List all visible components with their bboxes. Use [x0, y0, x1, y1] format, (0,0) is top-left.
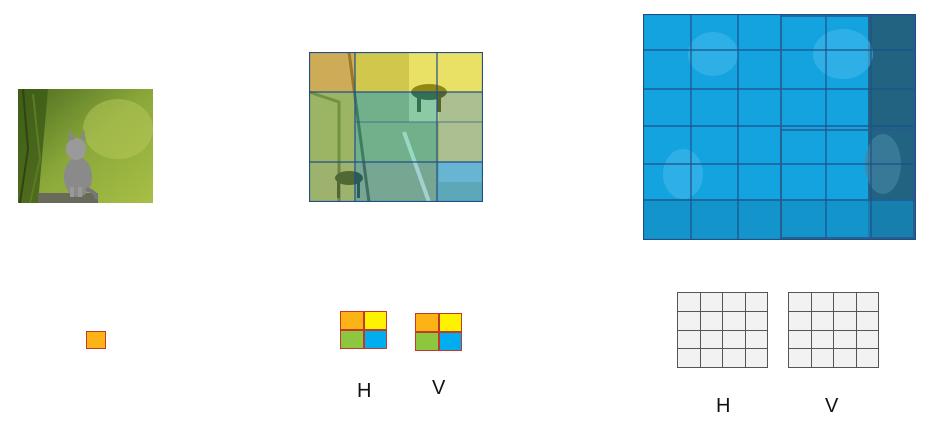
grid-cell: [723, 311, 745, 330]
cat-photo-icon: [18, 89, 153, 203]
grid-cell: [341, 331, 363, 348]
room-photo-icon: [309, 52, 483, 202]
grid-cell: [789, 293, 811, 311]
v-color-grid: [415, 313, 462, 351]
room-photo: [309, 52, 483, 202]
grid-cell: [789, 349, 811, 367]
grid-cell: [700, 311, 722, 330]
single-color-cell: [86, 331, 106, 349]
grid-cell: [811, 330, 833, 349]
grid-cell: [811, 349, 833, 367]
grid-cell: [834, 293, 856, 311]
grid-cell: [700, 330, 722, 349]
grid-cell: [745, 330, 767, 349]
grid-cell: [700, 293, 722, 311]
v-empty-grid: [788, 292, 879, 368]
grid-cell: [856, 311, 878, 330]
grid-cell: [678, 330, 700, 349]
grid-cell: [834, 349, 856, 367]
grid-cell: [700, 349, 722, 367]
grid-cell: [834, 330, 856, 349]
h-color-grid: [340, 311, 387, 349]
grid-cell: [678, 349, 700, 367]
h-empty-grid: [677, 292, 768, 368]
label-v-right: V: [825, 395, 839, 417]
grid-cell: [811, 311, 833, 330]
grid-cell: [745, 311, 767, 330]
grid-cell: [745, 293, 767, 311]
collage-photo-icon: [643, 14, 916, 240]
collage-photo: [643, 14, 916, 240]
grid-cell: [723, 293, 745, 311]
grid-cell: [789, 311, 811, 330]
grid-cell: [341, 312, 363, 329]
grid-cell: [364, 312, 386, 329]
grid-cell: [416, 314, 438, 331]
grid-cell: [723, 349, 745, 367]
cat-photo: [18, 89, 153, 203]
grid-cell: [811, 293, 833, 311]
grid-cell: [723, 330, 745, 349]
grid-cell: [745, 349, 767, 367]
label-h-middle: H: [357, 380, 372, 402]
grid-cell: [856, 349, 878, 367]
grid-cell: [439, 314, 461, 331]
grid-cell: [364, 331, 386, 348]
grid-cell: [789, 330, 811, 349]
grid-cell: [856, 330, 878, 349]
label-v-middle: V: [432, 377, 446, 399]
label-h-right: H: [716, 395, 731, 417]
grid-cell: [834, 311, 856, 330]
grid-cell: [416, 333, 438, 350]
grid-cell: [856, 293, 878, 311]
grid-cell: [678, 293, 700, 311]
grid-cell: [678, 311, 700, 330]
grid-cell: [439, 333, 461, 350]
